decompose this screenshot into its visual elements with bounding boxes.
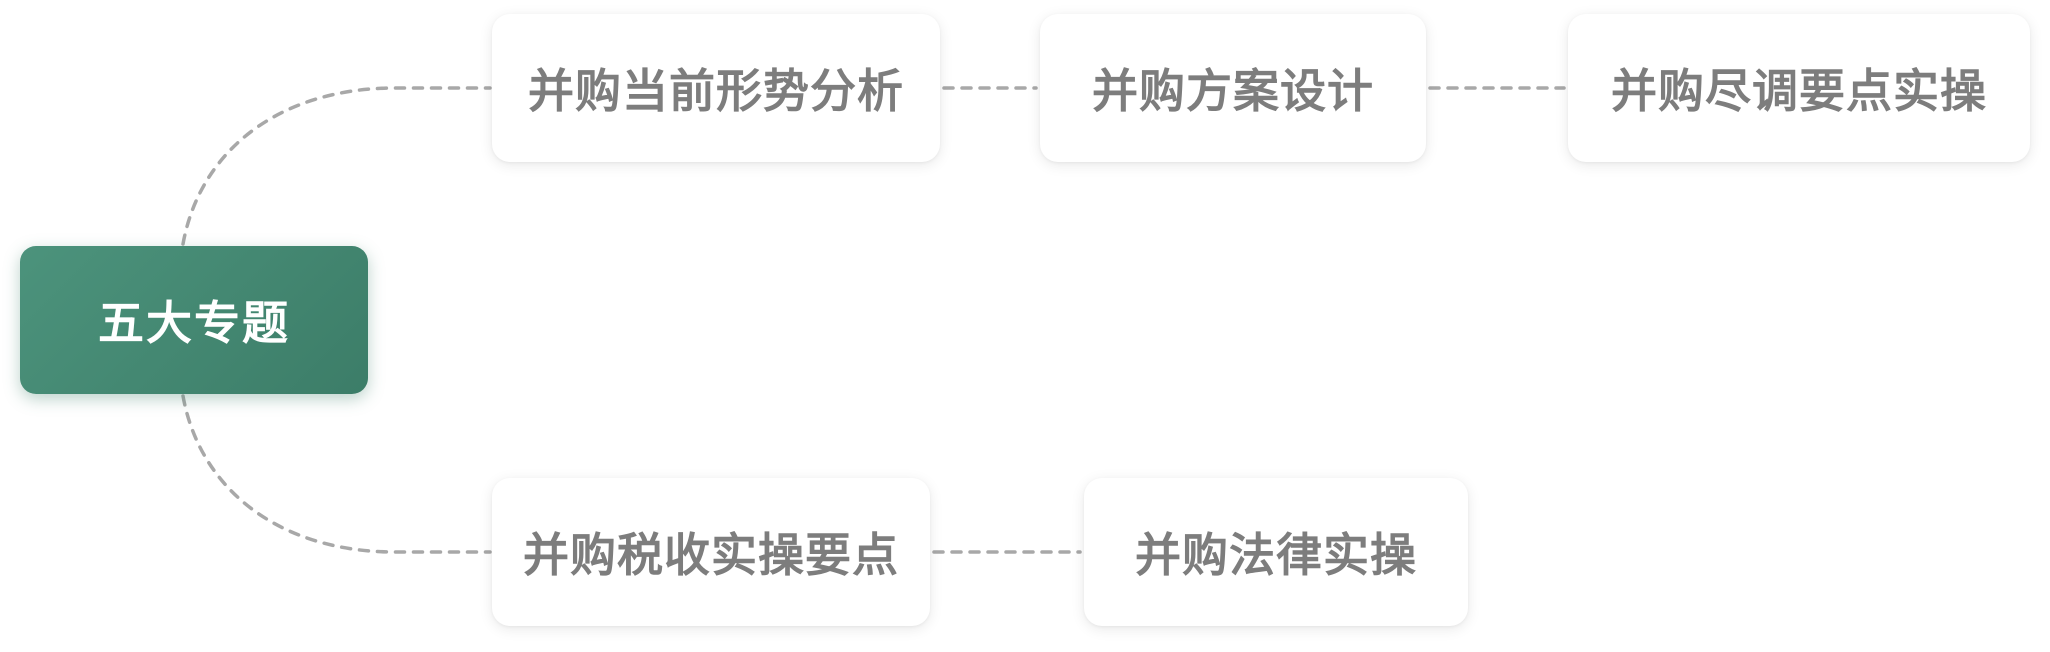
topic-node-due-diligence[interactable]: 并购尽调要点实操 [1568,14,2030,162]
topic-node-label: 并购尽调要点实操 [1611,64,1987,118]
topic-node-plan-design[interactable]: 并购方案设计 [1040,14,1426,162]
root-node[interactable]: 五大专题 [20,246,368,394]
topic-node-label: 并购当前形势分析 [528,64,904,118]
connector-root-to-top [181,86,492,246]
topic-node-legal-practice[interactable]: 并购法律实操 [1084,478,1468,626]
connector-root-to-bottom [181,394,492,554]
topic-node-label: 并购方案设计 [1092,64,1374,118]
topic-node-label: 并购税收实操要点 [523,528,899,582]
topic-node-current-situation[interactable]: 并购当前形势分析 [492,14,940,162]
root-node-label: 五大专题 [98,296,290,350]
topic-node-label: 并购法律实操 [1135,528,1417,582]
topic-node-tax-practice[interactable]: 并购税收实操要点 [492,478,930,626]
